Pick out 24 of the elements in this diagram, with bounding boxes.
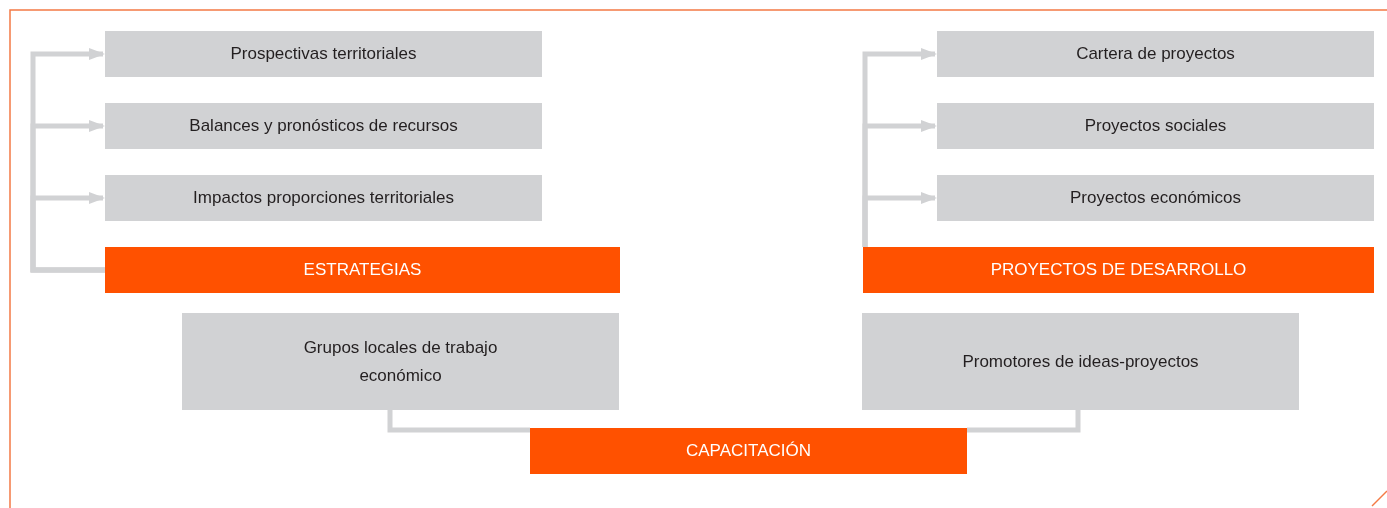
item-box (105, 31, 542, 77)
item-box (862, 313, 1299, 410)
box-label: Impactos proporciones territoriales (193, 187, 454, 209)
item-box (937, 103, 1374, 149)
box-label: PROYECTOS DE DESARROLLO (990, 259, 1247, 281)
item-box (937, 175, 1374, 221)
item-box (105, 175, 542, 221)
item-box (182, 313, 619, 410)
box-label: Grupos locales de trabajo económico (302, 336, 499, 387)
connector-arrow (862, 192, 937, 247)
box-label: Promotores de ideas-proyectos (962, 350, 1199, 373)
box-label: Proyectos sociales (1084, 115, 1227, 137)
box-label: Proyectos económicos (1070, 187, 1241, 209)
box-label: CAPACITACIÓN (686, 440, 811, 462)
box-label: Cartera de proyectos (1076, 43, 1235, 65)
item-box (105, 103, 542, 149)
category-bar (530, 428, 967, 474)
box-label: ESTRATEGIAS (303, 259, 422, 281)
box-label: Balances y pronósticos de recursos (189, 115, 458, 137)
connector-arrow (30, 192, 105, 273)
category-bar (863, 247, 1374, 293)
item-box (937, 31, 1374, 77)
box-label: Prospectivas territoriales (230, 43, 417, 65)
category-bar (105, 247, 620, 293)
